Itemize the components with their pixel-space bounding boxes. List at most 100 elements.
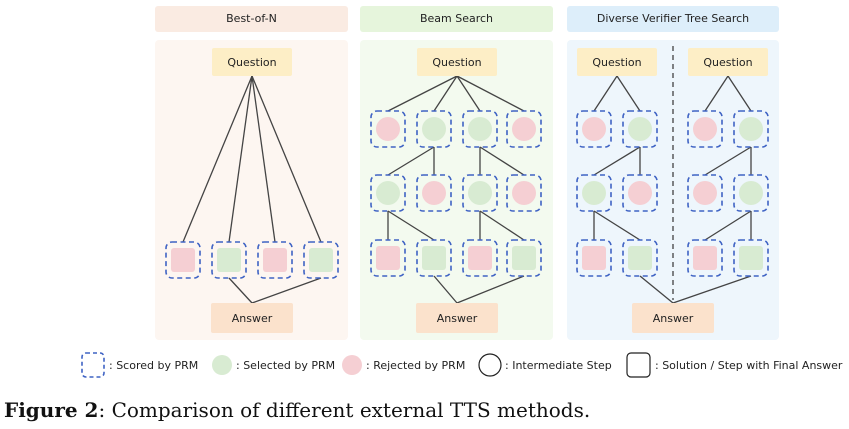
prm-scored-frame [506,239,542,277]
rejected-step-node [582,117,606,141]
prm-scored-frame [622,239,658,277]
prm-scored-frame [687,174,723,212]
panel-background [155,40,348,340]
legend-rejected-swatch [342,355,362,375]
rejected-step-node [512,181,536,205]
answer-label-box [211,303,293,333]
prm-scored-frame [165,241,201,279]
prm-scored-frame [370,174,406,212]
tree-edge [251,277,322,304]
tree-edge [228,75,253,243]
tree-edge [251,75,276,243]
tree-edge [456,275,525,304]
question-label-box [417,48,497,76]
tree-edge [479,146,525,176]
tree-edge [672,275,752,304]
tree-edge [704,210,752,241]
prm-scored-frame [416,239,452,277]
rejected-solution-node [376,246,400,270]
tree-edge [704,75,729,112]
figure-caption-text: : Comparison of different external TTS m… [98,398,591,422]
panel-title: Beam Search [420,12,493,25]
figure-label: Figure 2 [4,398,99,422]
rejected-solution-node [468,246,492,270]
legend-intermediate-swatch [478,353,502,377]
selected-step-node [468,117,492,141]
tree-edge [704,146,752,176]
tree-edge [251,75,322,243]
panel-title-bar [567,6,779,32]
figure-caption: Figure 2: Comparison of different extern… [4,398,590,422]
prm-scored-frame [370,110,406,148]
panel-title: Diverse Verifier Tree Search [597,12,749,25]
tree-edge [593,75,618,112]
prm-scored-frame [733,239,769,277]
rejected-step-node [422,181,446,205]
selected-step-node [468,181,492,205]
rejected-step-node [628,181,652,205]
panel-background [360,40,553,340]
rejected-solution-node [693,246,717,270]
question-label: Question [703,56,752,69]
selected-solution-node [217,248,241,272]
legend-intermediate-label: : Intermediate Step [505,359,612,372]
tree-edge [387,210,435,241]
tree-edge [616,75,641,112]
selected-step-node [422,117,446,141]
rejected-step-node [376,117,400,141]
prm-scored-frame [576,174,612,212]
legend-solution-label: : Solution / Step with Final Answer [655,359,843,372]
legend-selected-label: : Selected by PRM [236,359,335,372]
legend-selected-swatch [212,355,232,375]
selected-step-node [582,181,606,205]
answer-label: Answer [437,312,478,325]
selected-solution-node [512,246,536,270]
legend-scored-swatch [81,352,105,378]
prm-scored-frame [733,174,769,212]
question-label: Question [227,56,276,69]
tree-edge [639,275,674,304]
question-label: Question [592,56,641,69]
prm-scored-frame [687,110,723,148]
rejected-step-node [693,117,717,141]
prm-scored-frame [506,110,542,148]
prm-scored-frame [462,239,498,277]
rejected-solution-node [171,248,195,272]
prm-scored-frame [687,239,723,277]
selected-solution-node [628,246,652,270]
tree-edge [433,275,458,304]
tree-edge [727,75,752,112]
rejected-step-node [693,181,717,205]
selected-step-node [376,181,400,205]
tts-methods-diagram: Best-of-N Beam Search Diverse Verifier Tre… [81,6,843,378]
prm-scored-frame [622,110,658,148]
prm-scored-frame [576,239,612,277]
tree-edge [228,277,253,304]
prm-scored-frame [303,241,339,279]
panel-title-bar [155,6,348,32]
question-label-box [212,48,292,76]
prm-scored-frame [416,110,452,148]
prm-scored-frame [576,110,612,148]
selected-step-node [739,117,763,141]
tree-edge [479,210,525,241]
tree-edge [593,146,641,176]
question-label: Question [432,56,481,69]
selected-step-node [628,117,652,141]
selected-solution-node [739,246,763,270]
panel-title: Best-of-N [226,12,277,25]
prm-scored-frame [462,174,498,212]
tree-edge [182,75,253,243]
question-label-box [688,48,768,76]
legend-rejected-label: : Rejected by PRM [366,359,465,372]
prm-scored-frame [733,110,769,148]
prm-scored-frame [257,241,293,279]
rejected-step-node [512,117,536,141]
question-label-box [577,48,657,76]
panel-title-bar [360,6,553,32]
prm-scored-frame [211,241,247,279]
prm-scored-frame [462,110,498,148]
prm-scored-frame [622,174,658,212]
prm-scored-frame [416,174,452,212]
rejected-solution-node [582,246,606,270]
